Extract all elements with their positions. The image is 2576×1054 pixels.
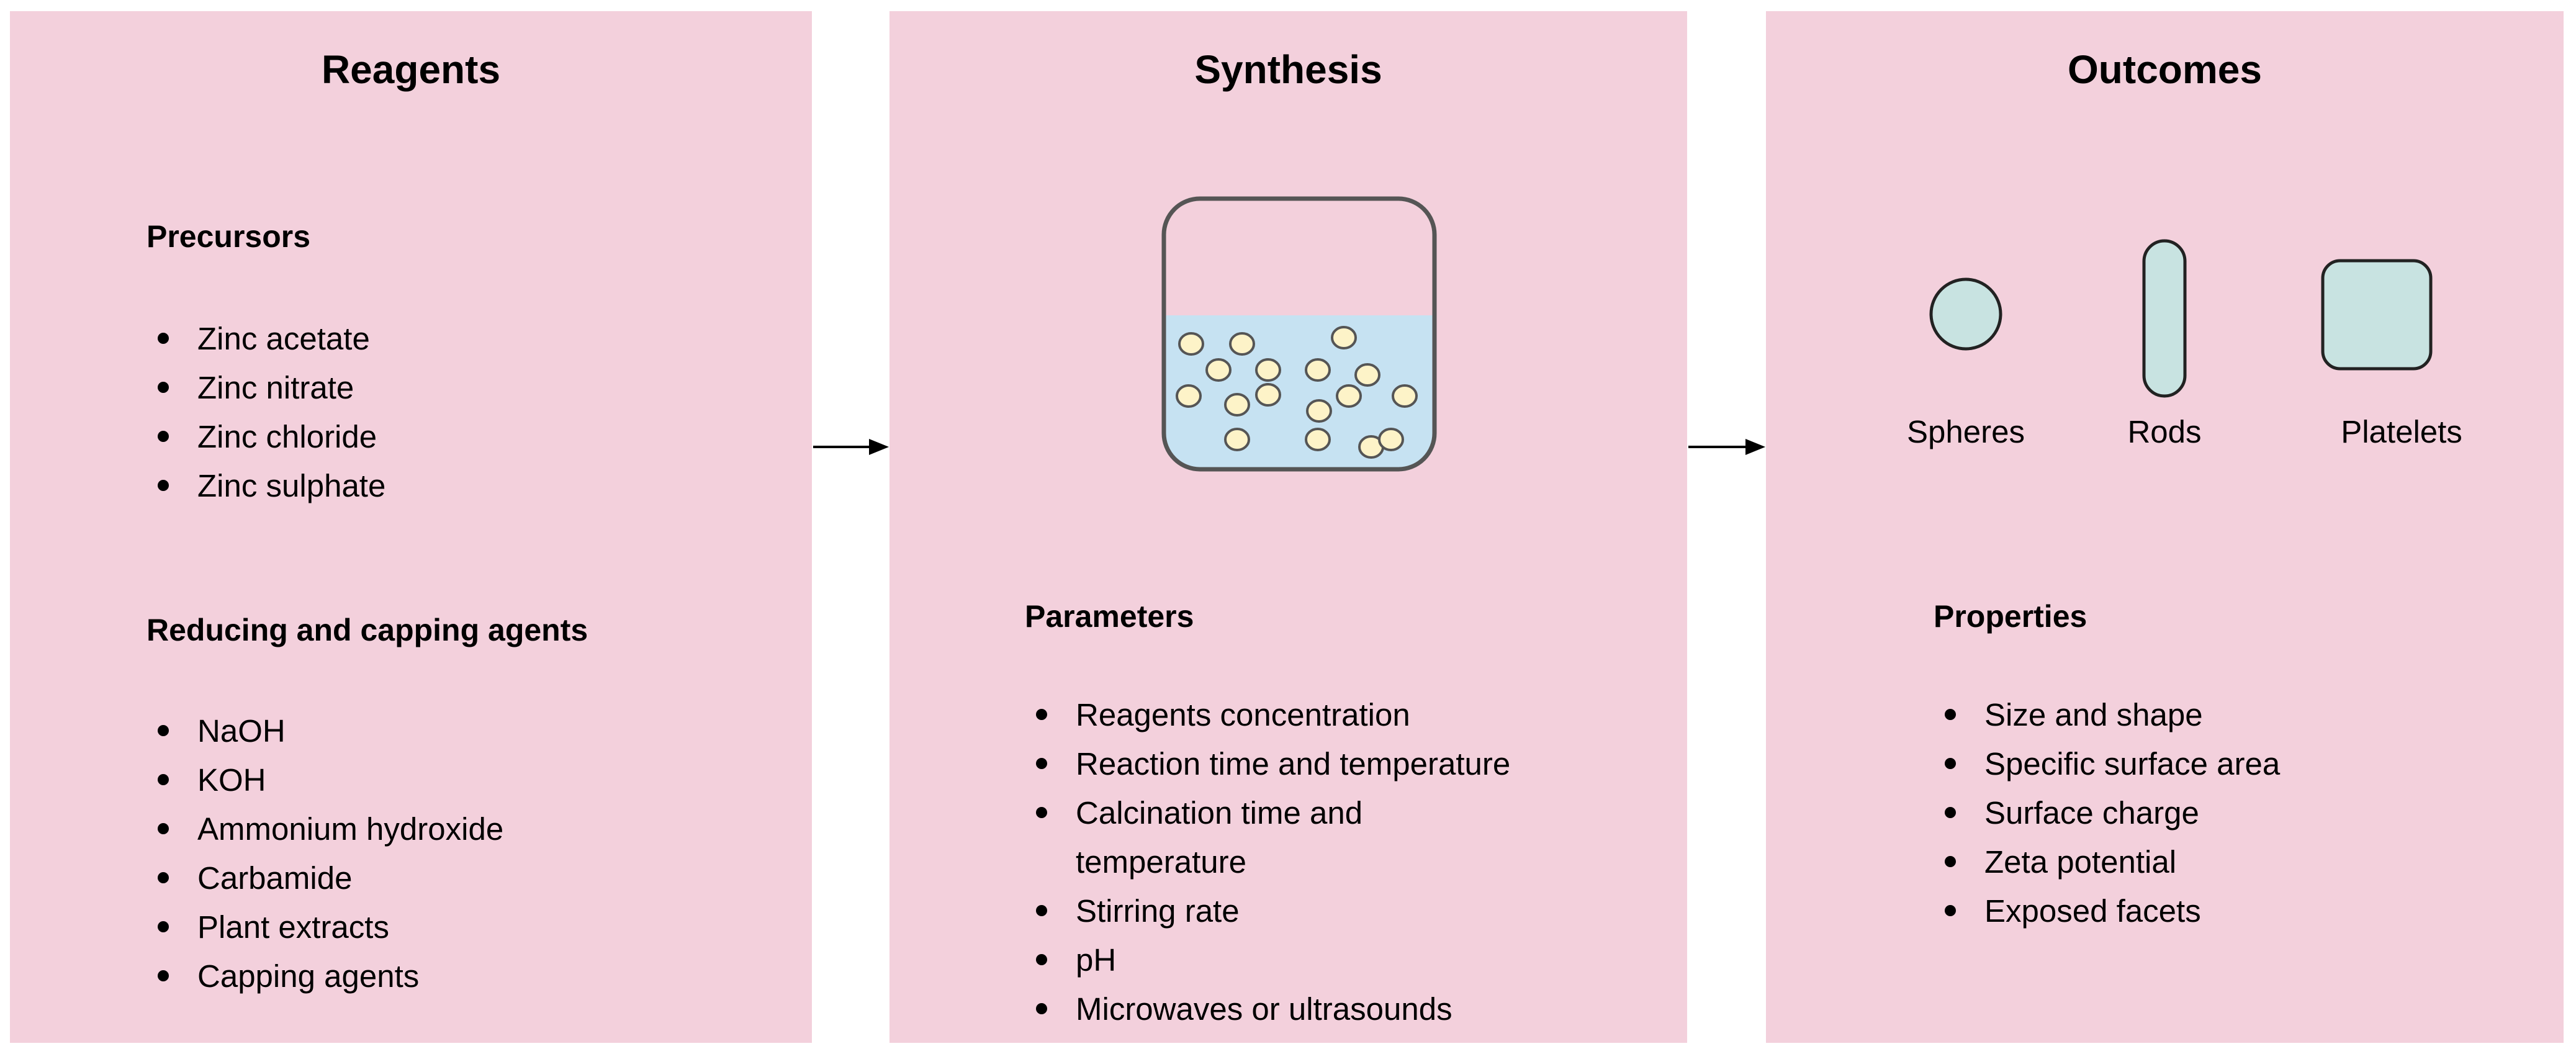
particle bbox=[1176, 384, 1202, 408]
parameters-title: Parameters bbox=[1025, 599, 1194, 634]
arrow-reagents-to-synthesis bbox=[813, 439, 889, 455]
particle bbox=[1306, 399, 1332, 423]
beaker-illustration bbox=[1161, 196, 1437, 472]
list-item: Zinc acetate bbox=[146, 314, 385, 363]
morphology-shapes bbox=[1929, 239, 2433, 398]
list-item: Plant extracts bbox=[146, 903, 503, 952]
particle bbox=[1305, 358, 1331, 382]
particle bbox=[1378, 428, 1404, 451]
list-item: Zinc sulphate bbox=[146, 461, 385, 510]
particle bbox=[1255, 383, 1281, 407]
sphere-shape bbox=[1929, 277, 2002, 351]
particle bbox=[1224, 428, 1250, 451]
list-item: Size and shape bbox=[1934, 690, 2280, 739]
list-item: Stirring rate bbox=[1025, 886, 1510, 935]
list-item: Reagents concentration bbox=[1025, 690, 1510, 739]
agents-list: NaOH KOH Ammonium hydroxide Carbamide Pl… bbox=[146, 706, 503, 1001]
particle bbox=[1305, 428, 1331, 451]
particle bbox=[1255, 358, 1281, 382]
precursors-title: Precursors bbox=[146, 219, 311, 254]
outcomes-title: Outcomes bbox=[2068, 47, 2262, 92]
list-item: Zeta potential bbox=[1934, 837, 2280, 886]
agents-title: Reducing and capping agents bbox=[146, 613, 588, 647]
list-item: Surface charge bbox=[1934, 788, 2280, 837]
particle bbox=[1224, 393, 1250, 417]
rods-label: Rods bbox=[2127, 414, 2202, 449]
precursors-list: Zinc acetate Zinc nitrate Zinc chloride … bbox=[146, 314, 385, 510]
particle bbox=[1354, 363, 1380, 387]
list-item: Zinc chloride bbox=[146, 412, 385, 461]
spheres-label: Spheres bbox=[1907, 414, 2025, 449]
particle bbox=[1205, 358, 1232, 382]
outcomes-panel: Outcomes Spheres Rods Platelets Properti… bbox=[1766, 11, 2564, 1043]
particle bbox=[1392, 384, 1418, 408]
particles bbox=[1176, 326, 1418, 459]
rod-shape bbox=[2142, 239, 2187, 398]
list-item: NaOH bbox=[146, 706, 503, 755]
list-item: Reaction time and temperature bbox=[1025, 739, 1510, 788]
parameters-list: Reagents concentration Reaction time and… bbox=[1025, 690, 1510, 1034]
list-item: KOH bbox=[146, 755, 503, 804]
list-item: Specific surface area bbox=[1934, 739, 2280, 788]
properties-title: Properties bbox=[1934, 599, 2087, 634]
list-item: pH bbox=[1025, 935, 1510, 984]
synthesis-title: Synthesis bbox=[1194, 47, 1382, 92]
particle bbox=[1331, 326, 1357, 349]
list-item: Capping agents bbox=[146, 952, 503, 1001]
beaker-outline bbox=[1161, 196, 1437, 472]
list-item: Ammonium hydroxide bbox=[146, 804, 503, 854]
platelets-label: Platelets bbox=[2341, 414, 2462, 449]
reagents-panel: Reagents Precursors Zinc acetate Zinc ni… bbox=[10, 11, 812, 1043]
reagents-title: Reagents bbox=[321, 47, 501, 92]
list-item: Calcination time and temperature bbox=[1025, 788, 1423, 886]
synthesis-panel: Synthesis bbox=[889, 11, 1687, 1043]
list-item: Microwaves or ultrasounds bbox=[1025, 984, 1510, 1034]
properties-list: Size and shape Specific surface area Sur… bbox=[1934, 690, 2280, 935]
list-item: Zinc nitrate bbox=[146, 363, 385, 412]
list-item: Carbamide bbox=[146, 854, 503, 903]
particle bbox=[1336, 384, 1362, 408]
list-item: Exposed facets bbox=[1934, 886, 2280, 935]
arrow-synthesis-to-outcomes bbox=[1688, 439, 1765, 455]
platelet-shape bbox=[2321, 259, 2433, 371]
particle bbox=[1178, 332, 1204, 356]
particle bbox=[1229, 332, 1255, 356]
